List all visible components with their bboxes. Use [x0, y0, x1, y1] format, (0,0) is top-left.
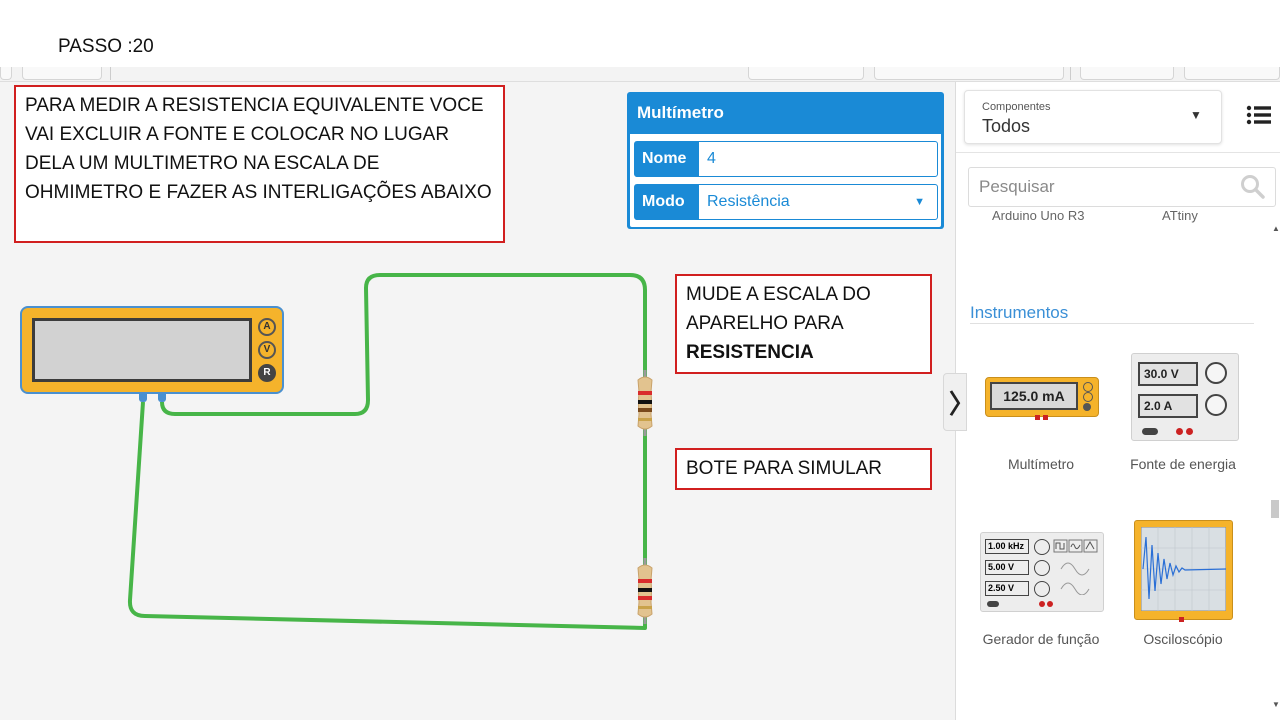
slide-title: PASSO :20 — [58, 36, 154, 57]
terminal-dot — [1186, 428, 1193, 435]
search-icon[interactable] — [1240, 174, 1266, 200]
waveform-buttons-icon — [1053, 539, 1098, 595]
simulate-note-text: BOTE PARA SIMULAR — [686, 458, 883, 479]
simulate-note: BOTE PARA SIMULAR — [675, 448, 932, 490]
toolbar-button[interactable] — [1184, 67, 1280, 80]
terminal-dot — [1035, 415, 1040, 420]
scale-note-bold: RESISTENCIA — [686, 342, 814, 363]
scrollbar-thumb[interactable] — [1271, 500, 1279, 518]
mode-select[interactable]: Resistência ▼ — [698, 184, 938, 220]
toolbar-button[interactable] — [1080, 67, 1174, 80]
scroll-up-icon[interactable]: ▲ — [1272, 224, 1280, 233]
voltmeter-mode-button[interactable]: V — [258, 341, 276, 359]
offset-display: 2.50 V — [985, 581, 1029, 596]
components-label: Componentes — [982, 101, 1051, 113]
cutoff-item-label: ATtiny — [1162, 211, 1198, 223]
terminal-dot — [1039, 601, 1045, 607]
mode-label: Modo — [634, 184, 698, 220]
toolbar-button[interactable] — [874, 67, 1064, 80]
thumbnail-display: 125.0 mA — [990, 382, 1078, 410]
multimeter-thumbnail[interactable]: 125.0 mA — [985, 377, 1099, 417]
multimeter-terminal[interactable] — [139, 392, 147, 402]
amplitude-display: 5.00 V — [985, 560, 1029, 575]
section-title: Instrumentos — [970, 303, 1069, 322]
terminal-dot — [1179, 617, 1184, 622]
resistor[interactable] — [632, 558, 658, 624]
app-toolbar — [0, 67, 1280, 82]
instruction-note: PARA MEDIR A RESISTENCIA EQUIVALENTE VOC… — [14, 85, 505, 243]
wire-bottom[interactable] — [127, 401, 647, 630]
scroll-down-icon[interactable]: ▼ — [1272, 700, 1280, 709]
knob-icon — [1034, 560, 1050, 576]
wire-top[interactable] — [160, 273, 647, 416]
frequency-display: 1.00 kHz — [985, 539, 1029, 554]
toolbar-divider — [110, 67, 111, 80]
search-input[interactable] — [968, 167, 1276, 207]
button-dot — [1083, 403, 1091, 411]
panel-title: Multímetro — [637, 103, 724, 122]
terminal-dot — [1047, 601, 1053, 607]
item-label-oscilloscope[interactable]: Osciloscópio — [1143, 631, 1223, 647]
toolbar-button[interactable] — [748, 67, 864, 80]
chevron-down-icon: ▼ — [914, 196, 925, 208]
scale-note-text: MUDE A ESCALA DO APARELHO PARA — [686, 284, 871, 334]
multimeter-device[interactable]: A V R — [20, 306, 284, 394]
button-dot — [1083, 382, 1093, 392]
name-label: Nome — [634, 141, 698, 177]
name-field[interactable]: 4 — [698, 141, 938, 177]
item-label-power-supply[interactable]: Fonte de energia — [1130, 456, 1236, 472]
button-dot — [1083, 392, 1093, 402]
circuit-wires — [127, 273, 647, 630]
knob-icon — [1034, 581, 1050, 597]
item-label-function-generator[interactable]: Gerador de função — [982, 631, 1100, 647]
chevron-down-icon: ▼ — [1190, 108, 1202, 122]
instruction-text: PARA MEDIR A RESISTENCIA EQUIVALENTE VOC… — [25, 95, 492, 203]
knob-icon — [1034, 539, 1050, 555]
resistor[interactable] — [632, 370, 658, 436]
scale-note: MUDE A ESCALA DO APARELHO PARA RESISTENC… — [675, 274, 932, 374]
multimeter-terminal[interactable] — [158, 392, 166, 402]
ammeter-mode-button[interactable]: A — [258, 318, 276, 336]
function-generator-thumbnail[interactable]: 1.00 kHz 5.00 V 2.50 V — [980, 532, 1104, 612]
knob-icon — [1205, 362, 1227, 384]
switch-icon — [987, 601, 999, 607]
oscilloscope-thumbnail[interactable] — [1134, 520, 1233, 620]
search-placeholder: Pesquisar — [979, 177, 1055, 196]
terminal-dot — [1043, 415, 1048, 420]
ohmmeter-mode-button[interactable]: R — [258, 364, 276, 382]
item-label-multimeter[interactable]: Multímetro — [1007, 456, 1075, 472]
list-view-icon[interactable] — [1246, 104, 1272, 126]
switch-icon — [1142, 428, 1158, 435]
components-value: Todos — [982, 116, 1031, 136]
toolbar-button[interactable] — [0, 67, 12, 80]
power-supply-thumbnail[interactable]: 30.0 V 2.0 A — [1131, 353, 1239, 441]
sidebar-divider — [956, 152, 1280, 153]
cutoff-item-label: Arduino Uno R3 — [992, 211, 1085, 223]
section-divider — [970, 323, 1254, 324]
multimeter-display — [32, 318, 252, 382]
collapse-sidebar-button[interactable] — [943, 373, 967, 431]
voltage-display: 30.0 V — [1138, 362, 1198, 386]
components-dropdown[interactable] — [964, 90, 1222, 144]
chevron-right-icon[interactable]: 〉 — [949, 389, 976, 419]
current-display: 2.0 A — [1138, 394, 1198, 418]
oscilloscope-screen-icon — [1141, 527, 1226, 611]
mode-value: Resistência — [707, 193, 790, 210]
toolbar-divider — [1070, 67, 1071, 80]
knob-icon — [1205, 394, 1227, 416]
toolbar-button[interactable] — [22, 67, 102, 80]
terminal-dot — [1176, 428, 1183, 435]
